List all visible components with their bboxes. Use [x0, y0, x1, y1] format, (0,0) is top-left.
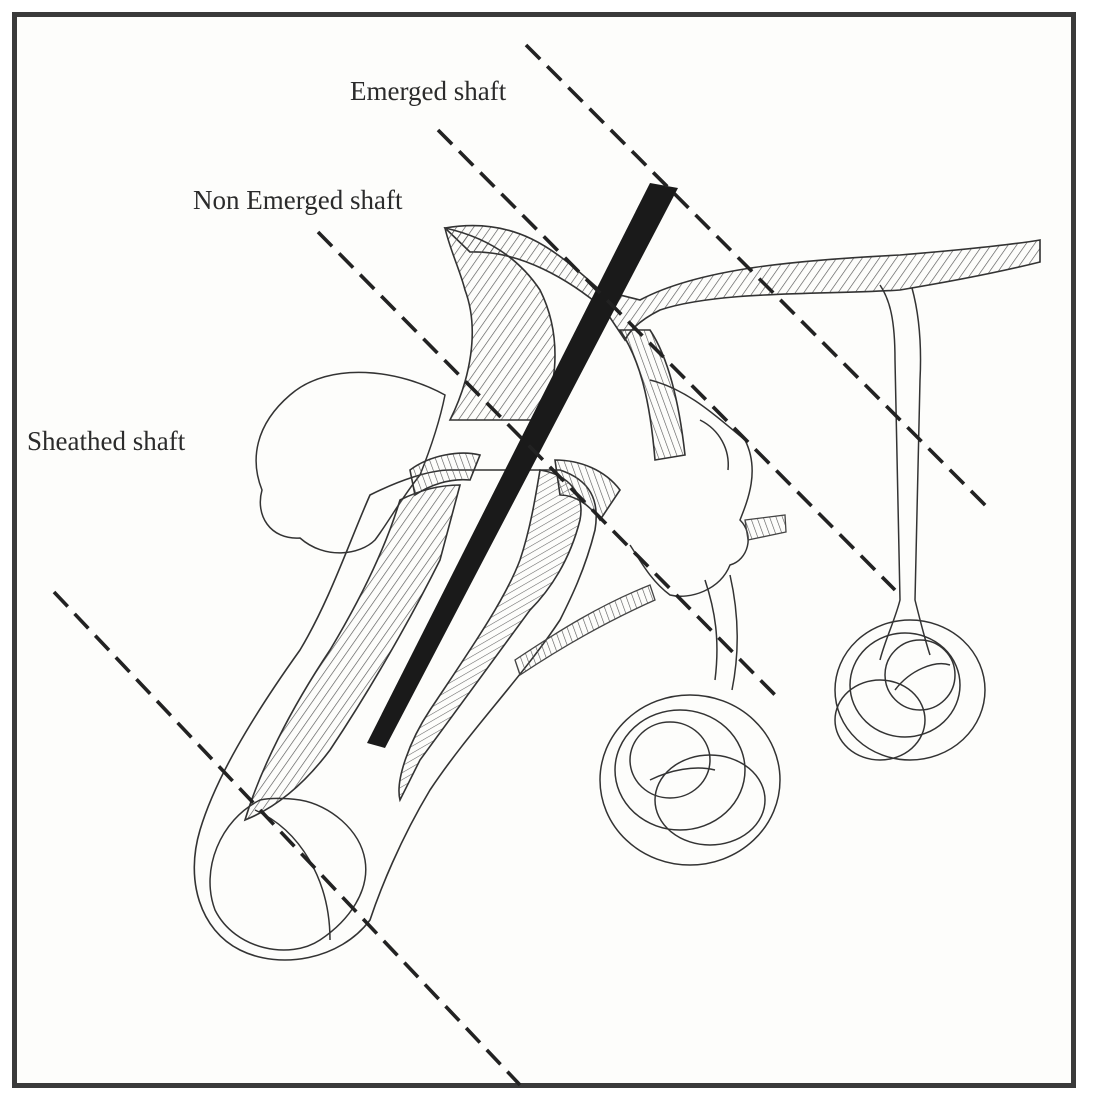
sheathed-shaft-label: Sheathed shaft: [27, 428, 185, 455]
non-emerged-shaft-label: Non Emerged shaft: [193, 187, 402, 214]
sheathed-shaft-line: [54, 592, 520, 1085]
sweat-gland-center: [600, 575, 780, 865]
follicle-bulb: [210, 799, 366, 951]
sweat-gland-right: [835, 285, 985, 760]
follicle-sheath: [194, 453, 620, 960]
emerged-shaft-label: Emerged shaft: [350, 78, 506, 105]
